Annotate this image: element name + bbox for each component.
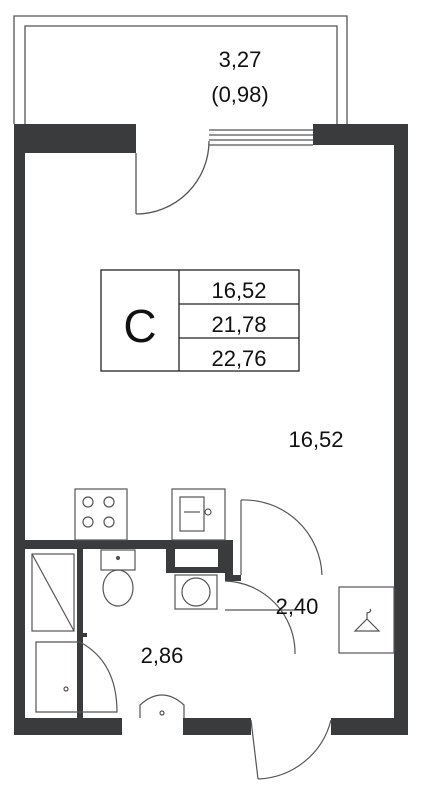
entrance-door[interactable] xyxy=(250,719,332,780)
toilet-icon xyxy=(100,549,136,607)
balcony-reduced-area-label: (0,98) xyxy=(211,82,268,107)
living-room-area-label: 16,52 xyxy=(288,427,343,452)
balcony xyxy=(13,15,348,124)
legend-total-area: 21,78 xyxy=(211,312,266,337)
wardrobe xyxy=(338,586,395,654)
legend-living-area: 16,52 xyxy=(211,278,266,303)
outer-walls xyxy=(14,124,408,735)
sink-icon xyxy=(171,488,226,541)
washing-machine-icon xyxy=(174,574,218,610)
balcony-window xyxy=(209,129,313,146)
washbasin-icon xyxy=(139,694,185,718)
shower-icon xyxy=(35,641,118,713)
hall-door[interactable] xyxy=(240,499,323,576)
legend-box xyxy=(100,269,300,372)
hall-area-label: 2,40 xyxy=(276,594,319,619)
stove-icon xyxy=(74,488,128,541)
balcony-door[interactable] xyxy=(135,140,210,215)
balcony-area-label: 3,27 xyxy=(219,47,262,72)
legend-total-area-with-balcony: 22,76 xyxy=(211,346,266,371)
bathroom-door[interactable] xyxy=(224,580,296,655)
apartment-type-letter: С xyxy=(123,300,156,352)
interior-walls xyxy=(25,540,241,718)
bathroom-area-label: 2,86 xyxy=(141,643,184,668)
shaft xyxy=(31,553,75,632)
hanger-icon xyxy=(353,608,381,632)
